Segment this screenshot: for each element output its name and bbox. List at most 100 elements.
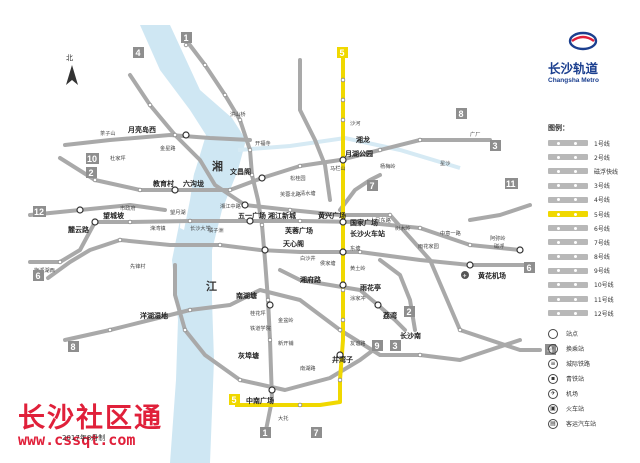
legend-line-swatch	[548, 168, 588, 175]
legend-line-row: 6号线	[548, 221, 634, 235]
legend-line-row: 8号线	[548, 250, 634, 264]
legend-symbol-label: 机场	[566, 391, 579, 399]
line-extra-b	[298, 58, 332, 202]
station-label: 灰埠塘	[238, 351, 259, 360]
north-label: 北	[66, 54, 73, 62]
station-label: 井湾子	[332, 355, 353, 364]
line-6	[46, 238, 532, 280]
station-label: 马栏山	[330, 164, 346, 172]
station-label: 天心阁	[283, 239, 304, 248]
station-label: 南湖塘	[236, 291, 257, 300]
legend-line-label: 11号线	[594, 296, 614, 304]
legend-line-label: 2号线	[594, 154, 610, 162]
legend-line-row: 磁浮快线	[548, 164, 634, 178]
station-label: 南湖路	[300, 364, 316, 372]
magev-label: 磁浮	[494, 242, 504, 250]
legend-line-swatch	[548, 211, 588, 218]
legend-line-swatch	[548, 281, 588, 288]
airport-icon: ✈	[461, 271, 469, 280]
route-marker: 6	[36, 271, 41, 281]
legend-line-label: 3号线	[594, 183, 610, 191]
station-label: 中意一路	[440, 229, 462, 237]
station-label: 金盆岭	[278, 316, 294, 324]
route-marker: 11	[506, 179, 516, 189]
route-marker: 8	[71, 342, 76, 352]
station-label: 月亮岛西	[127, 125, 156, 134]
watermark: 长沙社区通 www.cssqt.com	[18, 396, 163, 449]
station-label: 月湖公园	[344, 149, 373, 158]
legend-line-label: 7号线	[594, 239, 610, 247]
station-label: 湘龙	[356, 135, 370, 144]
intercity-rail-icon: ≡	[548, 358, 558, 369]
station-label: 五一广场	[238, 211, 266, 220]
route-marker: 5	[232, 395, 237, 405]
brand-subtitle: Changsha Metro	[548, 77, 599, 84]
station-label: 茶子山	[100, 129, 116, 137]
station-label: 溁湾镇	[150, 224, 166, 232]
route-marker: 2	[407, 307, 412, 317]
legend-line-label: 1号线	[594, 140, 610, 148]
station-label: 荔湾	[382, 311, 397, 320]
station-label: 望月湖	[170, 208, 186, 216]
station-label: 长沙火车站	[350, 229, 385, 238]
station-label: 洪山桥	[230, 110, 246, 118]
station-label: 市政府	[120, 204, 136, 212]
legend-symbol-label: 站点	[566, 331, 579, 339]
legend-line-swatch	[548, 239, 588, 246]
station-label: 开福寺	[255, 139, 271, 147]
line-8	[63, 288, 522, 362]
legend-line-row: 12号线	[548, 306, 634, 320]
route-marker: 8	[459, 109, 464, 119]
legend-line-label: 10号线	[594, 282, 614, 290]
station-label: 大托	[278, 414, 288, 422]
legend-line-label: 6号线	[594, 225, 610, 233]
minor-station-labels: 开福寺 洪山桥 沙河 松桂园 东塘 金盆岭 大托 茶子山 清水塘 金星路 杜家坪…	[34, 110, 506, 422]
legend-line-label: 12号线	[594, 310, 614, 318]
station-label: 杨梅岭	[380, 162, 396, 170]
legend-symbol-row: ▪青铁站	[548, 371, 634, 386]
station-label: 湘江中路	[220, 202, 242, 210]
route-marker: 4	[136, 48, 141, 58]
line-11	[468, 203, 532, 222]
jiang-river-label: 江	[206, 279, 217, 293]
route-marker: 12	[34, 207, 44, 217]
line-7	[338, 173, 382, 212]
metro-lines	[28, 38, 542, 432]
station-label: 雨花家园	[418, 242, 439, 250]
transfer-stations	[76, 131, 524, 394]
legend-line-row: 9号线	[548, 264, 634, 278]
station-label: 长沙南	[400, 331, 421, 340]
legend-line-label: 5号线	[594, 211, 610, 219]
station-label: 白沙井	[300, 254, 316, 262]
legend-line-swatch	[548, 196, 588, 203]
svg-text:✈: ✈	[463, 274, 467, 280]
watermark-url: www.cssqt.com	[18, 431, 136, 449]
route-marker: 10	[87, 154, 97, 164]
route-marker: 9	[375, 341, 380, 351]
station-label: 阿弥岭	[490, 234, 506, 242]
legend-line-swatch	[548, 253, 588, 260]
legend-line-label: 磁浮快线	[594, 168, 619, 176]
legend-symbol-label: 青铁站	[566, 376, 585, 384]
route-marker: 3	[493, 141, 498, 151]
station-label: 湘府路	[300, 275, 322, 284]
legend-line-swatch	[548, 225, 588, 232]
train-station-icon: ▣	[548, 403, 558, 414]
station-label: 芙蓉北路	[280, 190, 302, 198]
legend-line-swatch	[548, 267, 588, 274]
bus-station-icon: ▤	[548, 418, 558, 429]
legend-symbol-row: ◦换乘站	[548, 341, 634, 356]
legend-line-row: 1号线	[548, 136, 634, 150]
station-label: 东塘	[350, 244, 360, 252]
station-label: 沙河	[350, 119, 360, 127]
transfer-icon: ◦	[548, 343, 558, 354]
legend-line-row: 5号线	[548, 207, 634, 221]
station-label: 望城坡	[103, 211, 125, 220]
major-station-labels: 月亮岛西 教育村 六沟垅 文昌阁 湘江新城 五一广场 长沙火车站 湘府路 黄兴广…	[68, 125, 506, 405]
station-label: 黄兴广场	[318, 211, 346, 220]
station-label: 国家广场	[350, 218, 378, 227]
station-label: 中南广场	[246, 396, 274, 405]
station-label: 清水塘	[300, 189, 316, 197]
station-label: 松桂园	[290, 174, 306, 182]
